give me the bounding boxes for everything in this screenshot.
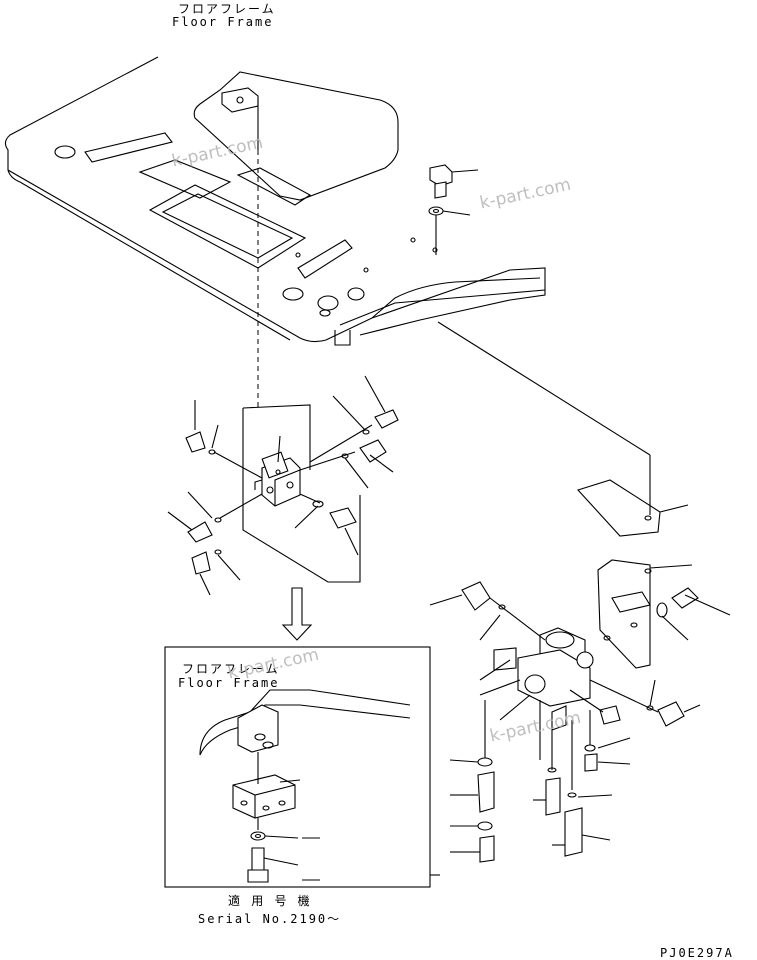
floor-frame-plate	[4, 56, 546, 346]
inset-floor-frame-label-jp: フロアフレーム	[182, 662, 280, 676]
bracket-plate-right	[437, 321, 731, 669]
applicable-serial-label-jp: 適 用 号 機	[228, 894, 312, 908]
serial-number-label: Serial No.2190～	[198, 912, 342, 926]
arrow-down	[281, 587, 313, 641]
drawing-code: PJ0E297A	[660, 946, 734, 960]
inset-floor-frame-label-en: Floor Frame	[178, 676, 280, 690]
hose-block-assembly	[167, 375, 399, 596]
floor-frame-label-jp: フロアフレーム	[178, 2, 276, 16]
inset-box	[164, 646, 431, 888]
valve-body	[429, 581, 701, 876]
floor-frame-label-en: Floor Frame	[172, 15, 274, 29]
bolt-washer-top-right	[428, 164, 479, 255]
